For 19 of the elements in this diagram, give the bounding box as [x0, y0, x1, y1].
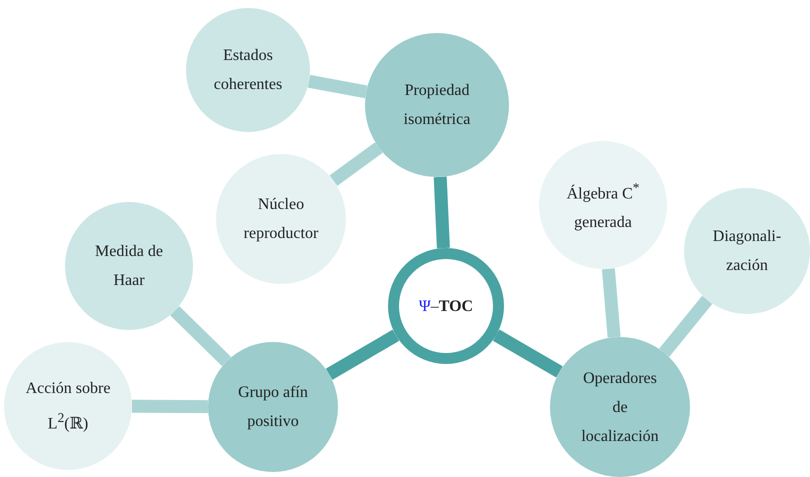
connector — [326, 330, 400, 380]
topic-label: Grupo afín positivo — [237, 383, 309, 432]
topic-label: Medida de Haar — [94, 242, 164, 291]
connector — [492, 330, 563, 378]
topic-label: Estados coherentes — [212, 46, 284, 95]
topic-label: Operadores de localización — [580, 368, 660, 446]
topic-label: Álgebra C$^{*}$ generada — [566, 178, 640, 234]
connector — [132, 400, 208, 414]
connector — [659, 296, 712, 357]
topic-label: Núcleo reproductor — [242, 195, 320, 244]
topic-label: Propiedad isométrica — [402, 81, 472, 130]
connector — [308, 74, 368, 98]
connector — [170, 306, 232, 366]
topic-label: Ψ–TOC — [418, 296, 474, 316]
connector — [330, 142, 383, 186]
connector — [602, 268, 621, 338]
topic-label: Diagonali- zación — [712, 227, 782, 276]
connector — [434, 176, 450, 248]
topic-label: Acción sobre L$^{2}$(ℝ) — [24, 378, 112, 434]
